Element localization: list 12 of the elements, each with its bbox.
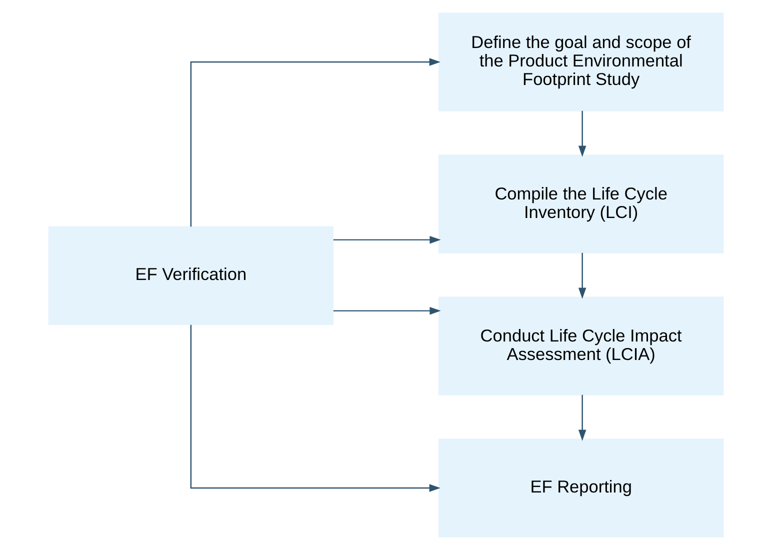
arrow	[578, 252, 586, 299]
arrow	[332, 236, 440, 244]
node-box: Conduct Life Cycle Impact Assessment (LCIA)	[438, 296, 724, 396]
node-box: EF Verification	[48, 226, 334, 325]
arrow	[578, 394, 586, 441]
arrow	[578, 110, 586, 157]
node-box: EF Reporting	[438, 438, 724, 538]
arrow	[190, 58, 440, 227]
arrow	[190, 324, 440, 492]
arrow	[332, 306, 440, 315]
node-box: Compile the Life Cycle Inventory (LCI)	[438, 154, 724, 254]
node-box: Define the goal and scope of the Product Environmental Footprint Study	[438, 12, 724, 112]
